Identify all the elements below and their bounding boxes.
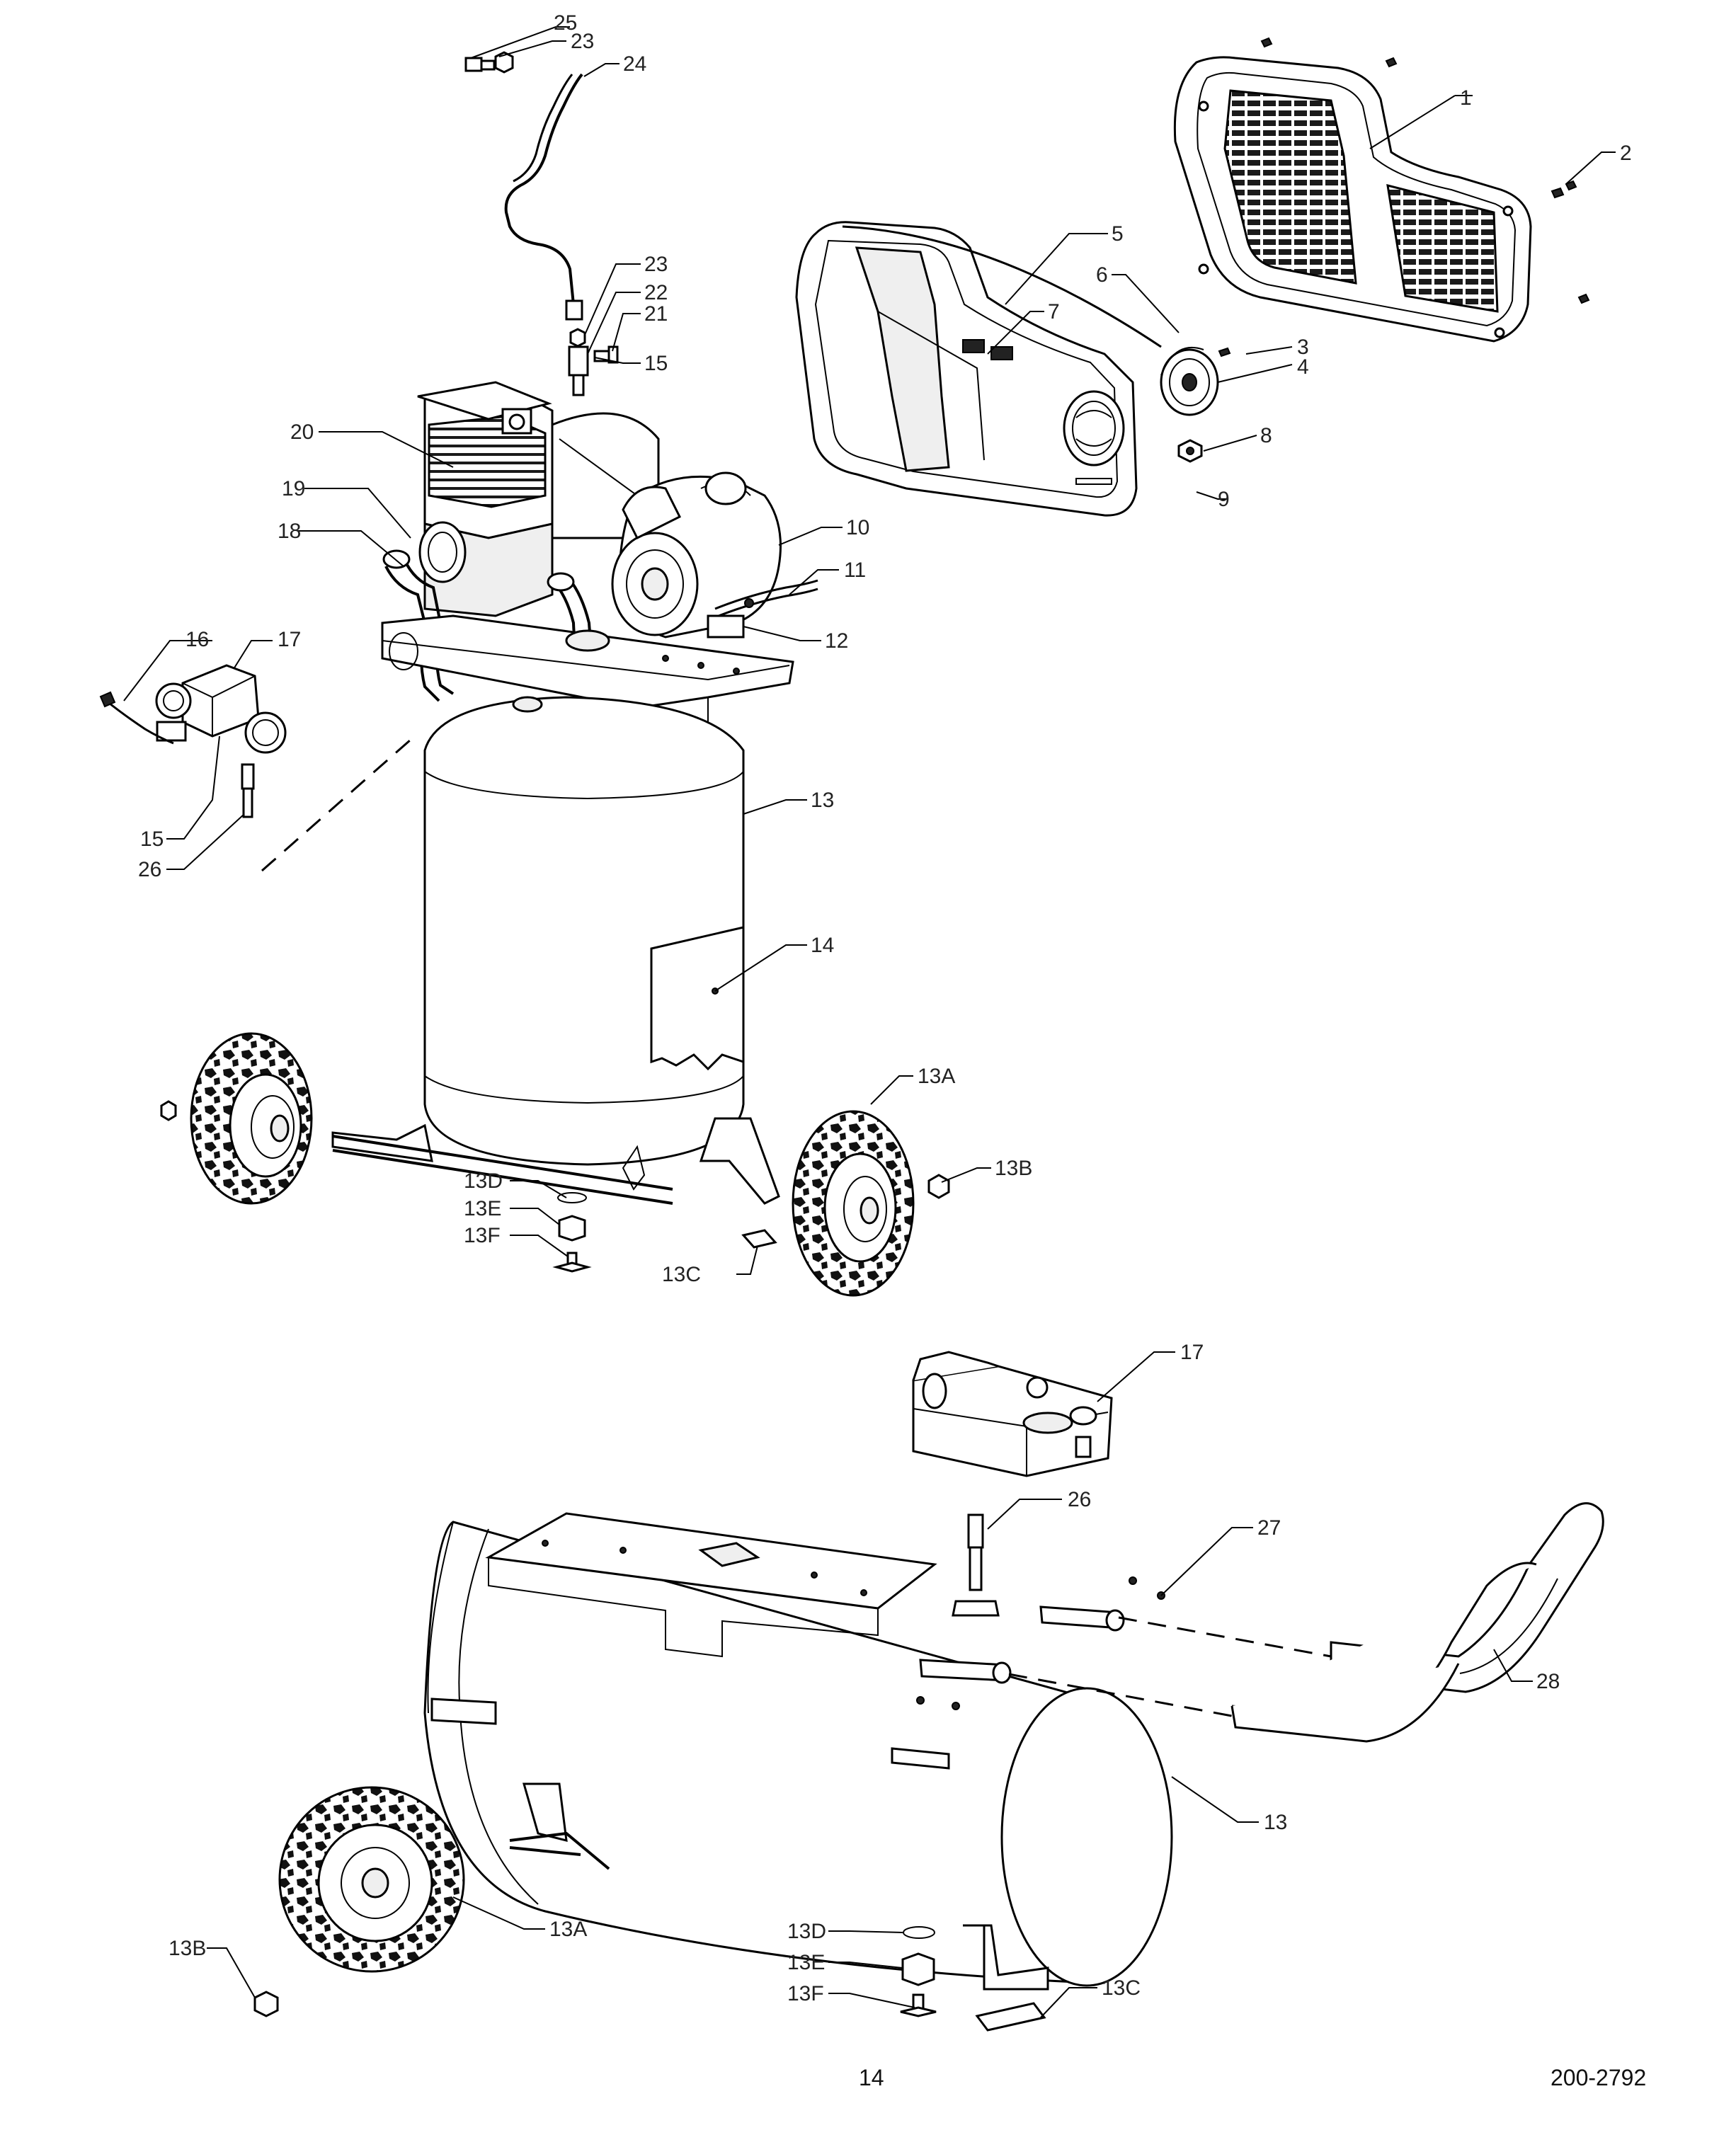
upper-vertical-assembly (99, 37, 1590, 1297)
part-17-pressure-switch-lower (912, 1351, 1113, 1477)
part-26-nipple (241, 763, 255, 818)
part-13E-bushing-lower (901, 1952, 935, 1986)
callout-21: 21 (644, 302, 668, 326)
callout-27: 27 (1257, 1516, 1281, 1540)
part-23-nut-top (494, 51, 514, 74)
callout-13-lower: 13 (1264, 1811, 1287, 1834)
handle-dashed-line-upper (1118, 1616, 1332, 1658)
callout-12: 12 (825, 629, 848, 653)
tank-top-platform (485, 1512, 937, 1658)
part-2-screws (1260, 37, 1590, 304)
callout-28: 28 (1536, 1670, 1560, 1693)
lower-axle (509, 1846, 581, 1856)
callout-26-lower: 26 (1068, 1488, 1091, 1511)
part-19-flywheel-cover (418, 521, 467, 583)
part-3-set-screw (1218, 347, 1231, 357)
callout-9: 9 (1218, 488, 1230, 511)
callout-6: 6 (1096, 263, 1108, 287)
callout-13A-lower: 13A (549, 1918, 587, 1941)
part-25-fitting (464, 57, 496, 72)
tank-legs-axle (331, 1117, 780, 1205)
callout-25: 25 (554, 11, 577, 35)
leader-lines (123, 26, 1616, 2018)
callout-13D-upper: 13D (464, 1169, 503, 1193)
part-8-nut (1177, 439, 1203, 463)
callout-labels: 1 2 3 4 5 6 7 8 9 10 11 12 13 13A 13B 13… (138, 11, 1632, 2005)
pressure-switch-dashed-line (261, 738, 411, 872)
callout-18: 18 (278, 520, 301, 543)
callout-5: 5 (1112, 222, 1124, 246)
tank-strap-left (430, 1697, 497, 1725)
callout-13C-upper: 13C (662, 1263, 701, 1286)
callout-13F-lower: 13F (787, 1982, 824, 2005)
callout-7: 7 (1048, 300, 1060, 324)
callout-8: 8 (1260, 424, 1272, 447)
callout-13D-lower: 13D (787, 1920, 826, 1943)
callout-14: 14 (811, 934, 834, 957)
part-13D-washer (557, 1192, 587, 1203)
callout-17-lower: 17 (1180, 1341, 1204, 1364)
part-13E-bushing (558, 1215, 586, 1242)
part-13-horizontal-tank (423, 1521, 1173, 1987)
part-11-motor-cord (714, 579, 818, 610)
part-14-label (650, 926, 745, 1071)
callout-23-lower: 23 (644, 253, 668, 276)
part-13F-drain-valve (552, 1252, 592, 1273)
callout-13A-upper: 13A (918, 1065, 955, 1088)
lower-horizontal-assembly (253, 1351, 1604, 2032)
callout-10: 10 (846, 516, 869, 539)
part-13A-wheel-right (792, 1110, 915, 1297)
part-23-nut-lower (569, 328, 586, 348)
part-13-vertical-tank (423, 696, 745, 1166)
part-17-pressure-switch (155, 664, 287, 754)
callout-17-upper: 17 (278, 628, 301, 651)
part-16-power-cord (99, 691, 174, 745)
part-6-belt (842, 225, 1162, 348)
tank-strap-right (891, 1747, 950, 1770)
callout-13C-lower: 13C (1102, 1976, 1141, 2000)
callout-20: 20 (290, 420, 314, 444)
callout-4: 4 (1297, 355, 1309, 379)
callout-11: 11 (844, 559, 866, 582)
callout-3: 3 (1297, 336, 1309, 359)
callout-13E-upper: 13E (464, 1197, 501, 1220)
part-12-junction-box (707, 614, 745, 639)
part-13A-wheel-lower (278, 1786, 465, 1973)
part-13D-washer-lower (903, 1926, 935, 1939)
callout-1: 1 (1460, 86, 1472, 110)
callout-13F-upper: 13F (464, 1224, 501, 1247)
part-13A-wheel-left (190, 1032, 313, 1205)
callout-15-left: 15 (140, 828, 164, 851)
part-13F-drain-valve-lower (900, 1993, 937, 2017)
callout-13E-lower: 13E (787, 1951, 825, 1974)
callout-13B-lower: 13B (169, 1937, 206, 1960)
callout-13-upper: 13 (811, 789, 834, 812)
part-22-fitting (568, 345, 589, 396)
horizontal-tank-legs (509, 1782, 1049, 1991)
callout-24: 24 (623, 52, 646, 76)
part-9-belt-guard-front (795, 221, 1138, 517)
callout-2: 2 (1620, 142, 1632, 165)
page-number: 14 (859, 2065, 884, 2090)
part-26-nipple-lower (952, 1513, 1000, 1617)
callout-16: 16 (185, 628, 209, 651)
callout-22: 22 (644, 281, 668, 304)
part-1-belt-guard-back (1173, 56, 1532, 343)
part-4-pulley (1160, 346, 1219, 416)
callout-13B-upper: 13B (995, 1157, 1032, 1180)
part-13B-nut-lower (253, 1991, 279, 2017)
part-10-motor (611, 471, 782, 639)
part-24-outlet-tube (504, 73, 583, 321)
callout-26-upper: 26 (138, 858, 161, 881)
callout-19: 19 (282, 477, 305, 500)
document-number: 200-2792 (1551, 2065, 1646, 2090)
part-27-handle-tubes (916, 1576, 1165, 1710)
part-13C-foot (741, 1229, 777, 1249)
part-28-handle (1230, 1502, 1604, 1743)
callout-23-upper: 23 (571, 30, 594, 53)
part-13C-foot-lower (975, 2002, 1046, 2032)
callout-15-top: 15 (644, 352, 668, 375)
handle-dashed-line-lower (1008, 1673, 1236, 1718)
